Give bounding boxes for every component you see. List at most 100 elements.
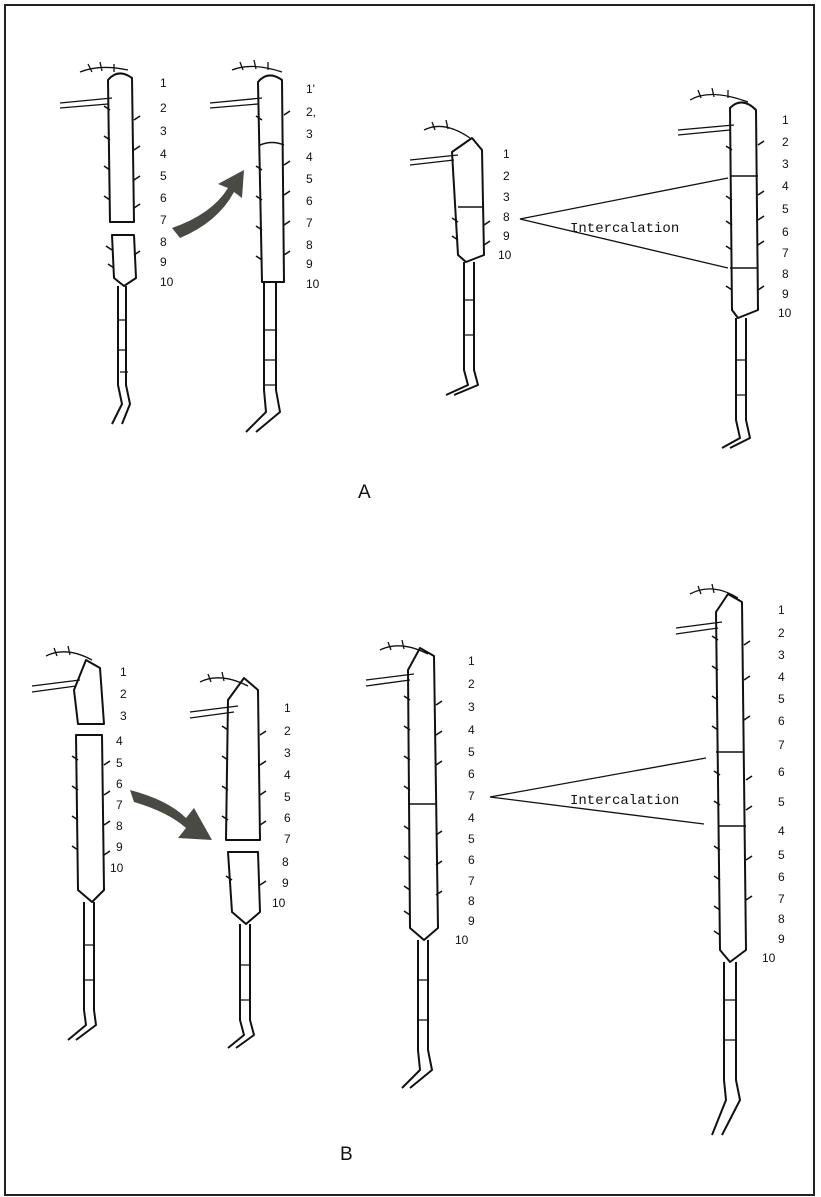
segment-number: 5	[160, 169, 167, 183]
segment-number: 9	[282, 876, 289, 890]
segment-number: 3	[778, 648, 785, 662]
segment-number: 1	[284, 701, 291, 715]
leg-b4-numbers: 1 2 3 4 5 6 7 6 5 4 5 6 7 8 9 10	[762, 603, 785, 965]
segment-number: 1	[503, 147, 510, 161]
leg-b1-numbers: 1 2 3 4 5 6 7 8 9 10	[110, 665, 127, 875]
graft-arrow-a	[172, 170, 244, 238]
segment-number: 8	[160, 235, 167, 249]
segment-number: 5	[468, 832, 475, 846]
segment-number: 8	[116, 819, 123, 833]
segment-number: 5	[778, 848, 785, 862]
segment-number: 6	[160, 191, 167, 205]
segment-number: 7	[160, 213, 167, 227]
segment-number: 10	[455, 933, 469, 947]
segment-number: 5	[306, 172, 313, 186]
segment-number: 1	[782, 113, 789, 127]
segment-number: 4	[468, 811, 475, 825]
segment-number: 4	[778, 824, 785, 838]
segment-number: 7	[782, 246, 789, 260]
segment-number: 10	[110, 861, 124, 875]
segment-number: 7	[778, 892, 785, 906]
segment-number: 5	[468, 745, 475, 759]
segment-number: 7	[778, 738, 785, 752]
segment-number: 4	[778, 670, 785, 684]
segment-number: 10	[160, 275, 174, 289]
segment-number: 2	[160, 101, 167, 115]
segment-number: 9	[778, 932, 785, 946]
segment-number: 9	[782, 287, 789, 301]
segment-number: 3	[160, 124, 167, 138]
segment-number: 6	[116, 777, 123, 791]
segment-number: 9	[468, 914, 475, 928]
figure-border	[5, 5, 814, 1195]
segment-number: 6	[782, 225, 789, 239]
segment-number: 2	[782, 135, 789, 149]
segment-number: 2	[778, 626, 785, 640]
segment-number: 5	[778, 795, 785, 809]
segment-number: 7	[284, 832, 291, 846]
segment-number: 6	[306, 194, 313, 208]
segment-number: 5	[284, 790, 291, 804]
segment-number: 2	[120, 687, 127, 701]
segment-number: 7	[468, 874, 475, 888]
leg-a1-numbers: 1 2 3 4 5 6 7 8 9 10	[160, 76, 174, 289]
leg-b3: 1 2 3 4 5 6 7 4 5 6 7 8 9 10	[366, 640, 475, 1088]
leg-a4: 1 2 3 4 5 6 7 8 9 10	[678, 88, 792, 448]
segment-number: 2	[284, 724, 291, 738]
segment-number: 6	[468, 767, 475, 781]
segment-number: 5	[782, 202, 789, 216]
segment-number: 1'	[306, 82, 315, 96]
segment-number: 9	[503, 229, 510, 243]
segment-number: 6	[778, 765, 785, 779]
panel-a: 1 2 3 4 5 6 7 8 9 10	[60, 60, 792, 503]
segment-number: 2	[468, 677, 475, 691]
leg-a4-numbers: 1 2 3 4 5 6 7 8 9 10	[778, 113, 792, 320]
intercalation-label-b: Intercalation	[570, 793, 679, 809]
segment-number: 10	[306, 277, 320, 291]
segment-number: 7	[306, 216, 313, 230]
leg-a2: 1' 2, 3 4 5 6 7 8 9 10	[210, 60, 320, 432]
segment-number: 6	[778, 714, 785, 728]
segment-number: 4	[116, 734, 123, 748]
segment-number: 4	[306, 150, 313, 164]
segment-number: 8	[503, 210, 510, 224]
leg-a2-numbers: 1' 2, 3 4 5 6 7 8 9 10	[306, 82, 320, 291]
segment-number: 7	[116, 798, 123, 812]
segment-number: 9	[306, 257, 313, 271]
intercalation-wedge-b	[490, 758, 706, 824]
segment-number: 8	[468, 894, 475, 908]
segment-number: 4	[782, 179, 789, 193]
segment-number: 9	[160, 255, 167, 269]
segment-number: 6	[284, 811, 291, 825]
leg-a3: 1 2 3 8 9 10	[410, 120, 512, 395]
leg-a1: 1 2 3 4 5 6 7 8 9 10	[60, 62, 174, 424]
segment-number: 2	[503, 169, 510, 183]
panel-label-b: B	[340, 1144, 353, 1165]
segment-number: 3	[503, 190, 510, 204]
segment-number: 8	[782, 267, 789, 281]
segment-number: 4	[160, 147, 167, 161]
segment-number: 3	[284, 746, 291, 760]
segment-number: 10	[272, 896, 286, 910]
segment-number: 7	[468, 789, 475, 803]
leg-b1: 1 2 3 4 5 6 7 8 9 10	[32, 646, 127, 1040]
segment-number: 10	[498, 248, 512, 262]
segment-number: 2,	[306, 105, 316, 119]
segment-number: 1	[468, 654, 475, 668]
graft-arrow-b	[130, 790, 212, 840]
panel-label-a: A	[358, 482, 371, 503]
segment-number: 5	[778, 692, 785, 706]
segment-number: 10	[778, 306, 792, 320]
segment-number: 8	[282, 855, 289, 869]
segment-number: 4	[284, 768, 291, 782]
segment-number: 10	[762, 951, 776, 965]
leg-b4: 1 2 3 4 5 6 7 6 5 4 5 6 7 8 9 10	[676, 584, 785, 1135]
segment-number: 3	[306, 127, 313, 141]
leg-b2: 1 2 3 4 5 6 7 8 9 10	[190, 672, 291, 1048]
intercalation-label-a: Intercalation	[570, 221, 679, 237]
segment-number: 8	[778, 912, 785, 926]
segment-number: 8	[306, 238, 313, 252]
leg-b2-numbers: 1 2 3 4 5 6 7 8 9 10	[272, 701, 291, 910]
